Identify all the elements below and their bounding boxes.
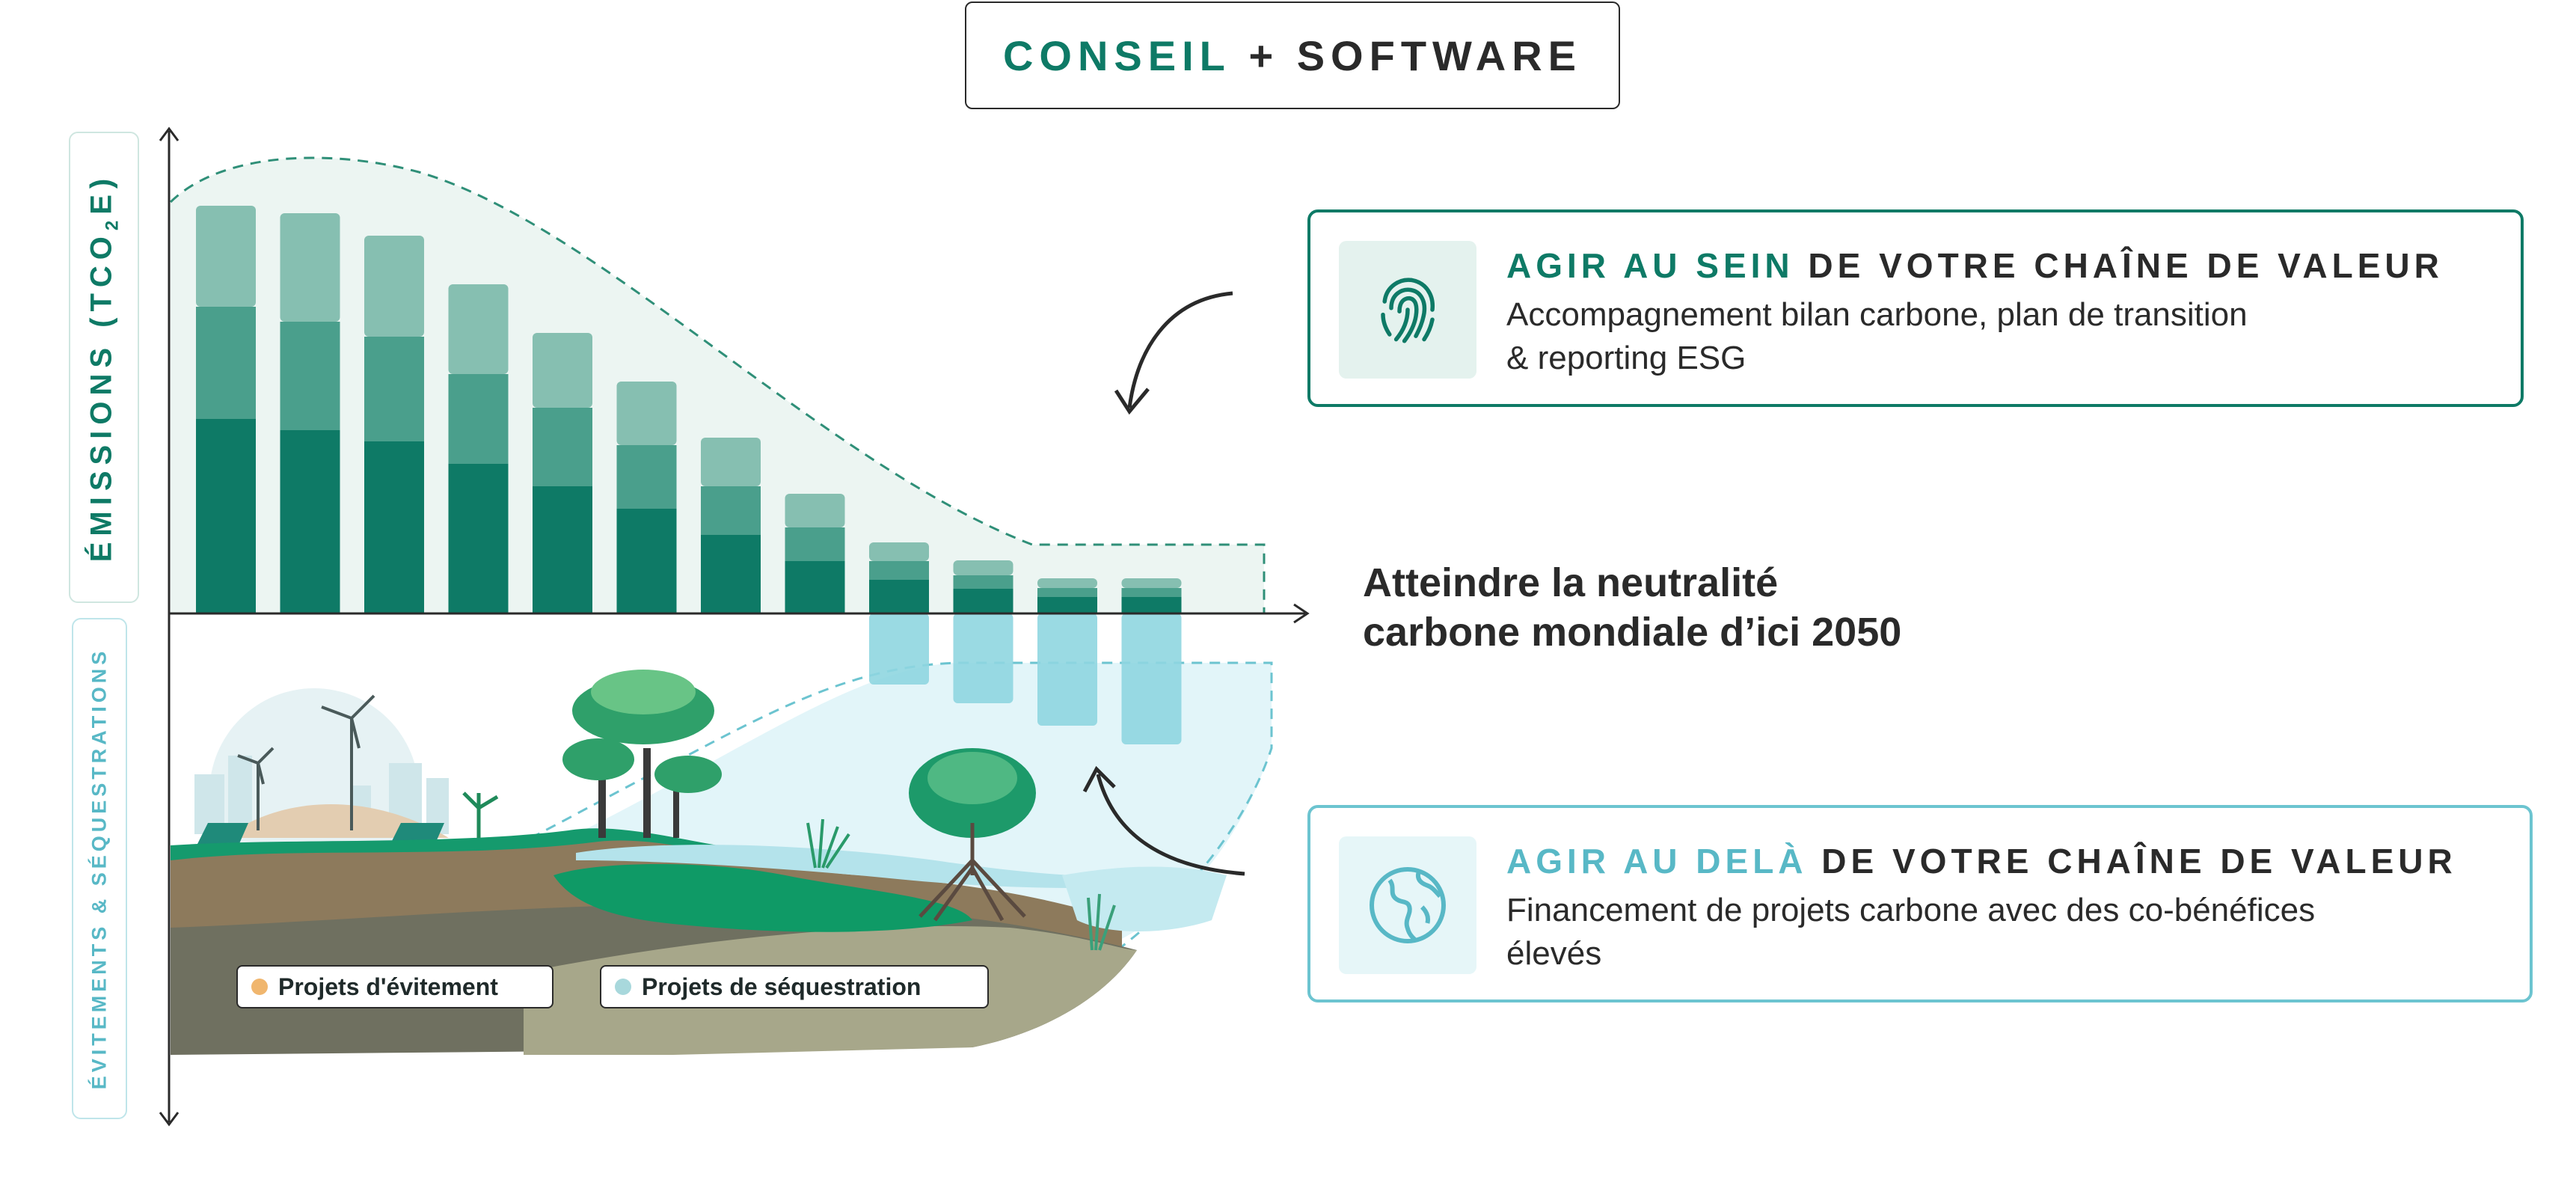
- header-part-conseil: CONSEIL: [1002, 31, 1231, 79]
- emission-bar-9-segment-1: [869, 580, 929, 613]
- header-badge: CONSEIL + SOFTWARE: [965, 1, 1620, 109]
- emission-bar-11-segment-3: [1037, 578, 1097, 588]
- emission-bar-12-segment-3: [1121, 578, 1182, 588]
- emissions-envelope-outline: [169, 156, 1266, 613]
- emission-bar-12-segment-1: [1121, 597, 1182, 613]
- legend-avoidance-label: Projets d'évitement: [278, 973, 498, 1000]
- legend-avoidance-dot: [251, 979, 268, 995]
- emission-bar-2-segment-1: [280, 430, 340, 613]
- emissions-envelope: [171, 157, 1264, 613]
- emission-bar-12-segment-2: [1121, 588, 1182, 597]
- emission-bar-4-segment-1: [448, 464, 509, 613]
- card-beyond-value-chain: AGIR AU DELÀ DE VOTRE CHAÎNE DE VALEUR F…: [1307, 805, 2533, 1002]
- card-beyond-desc-line-2: élevés: [1506, 935, 1602, 972]
- wind-turbines: [237, 694, 375, 830]
- card-within-description: Accompagnement bilan carbone, plan de tr…: [1506, 293, 2248, 380]
- emission-bar-11-segment-1: [1037, 597, 1097, 613]
- emission-bar-1-segment-1: [196, 419, 256, 613]
- trees: [462, 670, 1116, 951]
- green-pond: [553, 864, 972, 932]
- sequestration-bar-12: [1121, 613, 1182, 744]
- card-beyond-description: Financement de projets carbone avec des …: [1506, 889, 2315, 976]
- emission-bar-5-segment-2: [533, 408, 592, 486]
- header-part-software: + SOFTWARE: [1248, 31, 1583, 79]
- emission-bar-1-segment-2: [196, 307, 256, 419]
- emission-bar-6-segment-3: [616, 382, 677, 445]
- card-within-desc-line-2: & reporting ESG: [1506, 340, 1747, 376]
- card-within-title-rest: DE VOTRE CHAÎNE DE VALEUR: [1794, 246, 2444, 285]
- emission-bar-8-segment-2: [785, 527, 845, 561]
- globe-icon-box: [1339, 836, 1476, 974]
- emission-bar-2-segment-3: [280, 213, 340, 322]
- neutrality-line-2: carbone mondiale d’ici 2050: [1363, 610, 1902, 655]
- emission-bar-5-segment-1: [533, 486, 592, 613]
- legend-avoidance: Projets d'évitement: [236, 965, 553, 1008]
- avoidance-axis-label: ÉVITEMENTS & SÉQUESTRATIONS: [72, 618, 127, 1119]
- sequestration-bar-10: [953, 613, 1013, 703]
- emission-bar-2-segment-2: [280, 322, 340, 430]
- emission-bar-9-segment-3: [869, 542, 929, 561]
- emission-bar-10-segment-2: [953, 575, 1013, 589]
- emission-bar-3-segment-3: [364, 236, 424, 337]
- card-within-title: AGIR AU SEIN DE VOTRE CHAÎNE DE VALEUR: [1506, 245, 2444, 286]
- emission-bar-7-segment-2: [701, 486, 761, 535]
- emission-bar-10-segment-1: [953, 589, 1013, 613]
- fingerprint-icon: [1381, 278, 1435, 343]
- emission-bar-4-segment-3: [448, 284, 509, 374]
- legend-sequestration-dot: [615, 979, 631, 995]
- emission-bar-11-segment-2: [1037, 588, 1097, 597]
- neutrality-line-1: Atteindre la neutralité: [1363, 560, 1779, 605]
- curved-arrow-up: [1096, 774, 1245, 876]
- card-beyond-title: AGIR AU DELÀ DE VOTRE CHAÎNE DE VALEUR: [1506, 841, 2457, 881]
- sequestration-bar-9: [869, 613, 929, 685]
- sequestration-bar-11: [1037, 613, 1097, 726]
- emission-bar-9-segment-2: [869, 561, 929, 580]
- neutrality-goal-text: Atteindre la neutralité carbone mondiale…: [1363, 558, 1976, 657]
- emission-bar-8-segment-1: [785, 561, 845, 613]
- card-within-title-accent: AGIR AU SEIN: [1506, 246, 1794, 285]
- legend-sequestration-label: Projets de séquestration: [642, 973, 921, 1000]
- emissions-axis-label: ÉMISSIONS (TCO2E): [69, 132, 139, 603]
- emission-bar-8-segment-3: [785, 494, 845, 527]
- emission-bar-3-segment-1: [364, 441, 424, 613]
- card-beyond-title-accent: AGIR AU DELÀ: [1506, 842, 1808, 881]
- bars-group: [196, 206, 1182, 744]
- emission-bar-6-segment-2: [616, 445, 677, 509]
- water-stream: [576, 845, 1137, 888]
- card-within-desc-line-1: Accompagnement bilan carbone, plan de tr…: [1506, 296, 2248, 333]
- globe-icon: [1370, 867, 1446, 943]
- fingerprint-icon-box: [1339, 241, 1476, 379]
- emission-bar-5-segment-3: [533, 333, 592, 408]
- water-wave: [1062, 866, 1227, 931]
- emission-bar-3-segment-2: [364, 337, 424, 441]
- emission-bar-7-segment-1: [701, 535, 761, 613]
- card-within-value-chain: AGIR AU SEIN DE VOTRE CHAÎNE DE VALEUR A…: [1307, 209, 2524, 407]
- emission-bar-7-segment-3: [701, 438, 761, 486]
- curved-arrow-down: [1127, 291, 1233, 408]
- emission-bar-4-segment-2: [448, 374, 509, 464]
- emission-bar-10-segment-3: [953, 560, 1013, 575]
- card-beyond-desc-line-1: Financement de projets carbone avec des …: [1506, 892, 2316, 928]
- emission-bar-1-segment-3: [196, 206, 256, 307]
- legend-sequestration: Projets de séquestration: [600, 965, 989, 1008]
- emission-bar-6-segment-1: [616, 509, 677, 613]
- card-beyond-title-rest: DE VOTRE CHAÎNE DE VALEUR: [1807, 842, 2457, 881]
